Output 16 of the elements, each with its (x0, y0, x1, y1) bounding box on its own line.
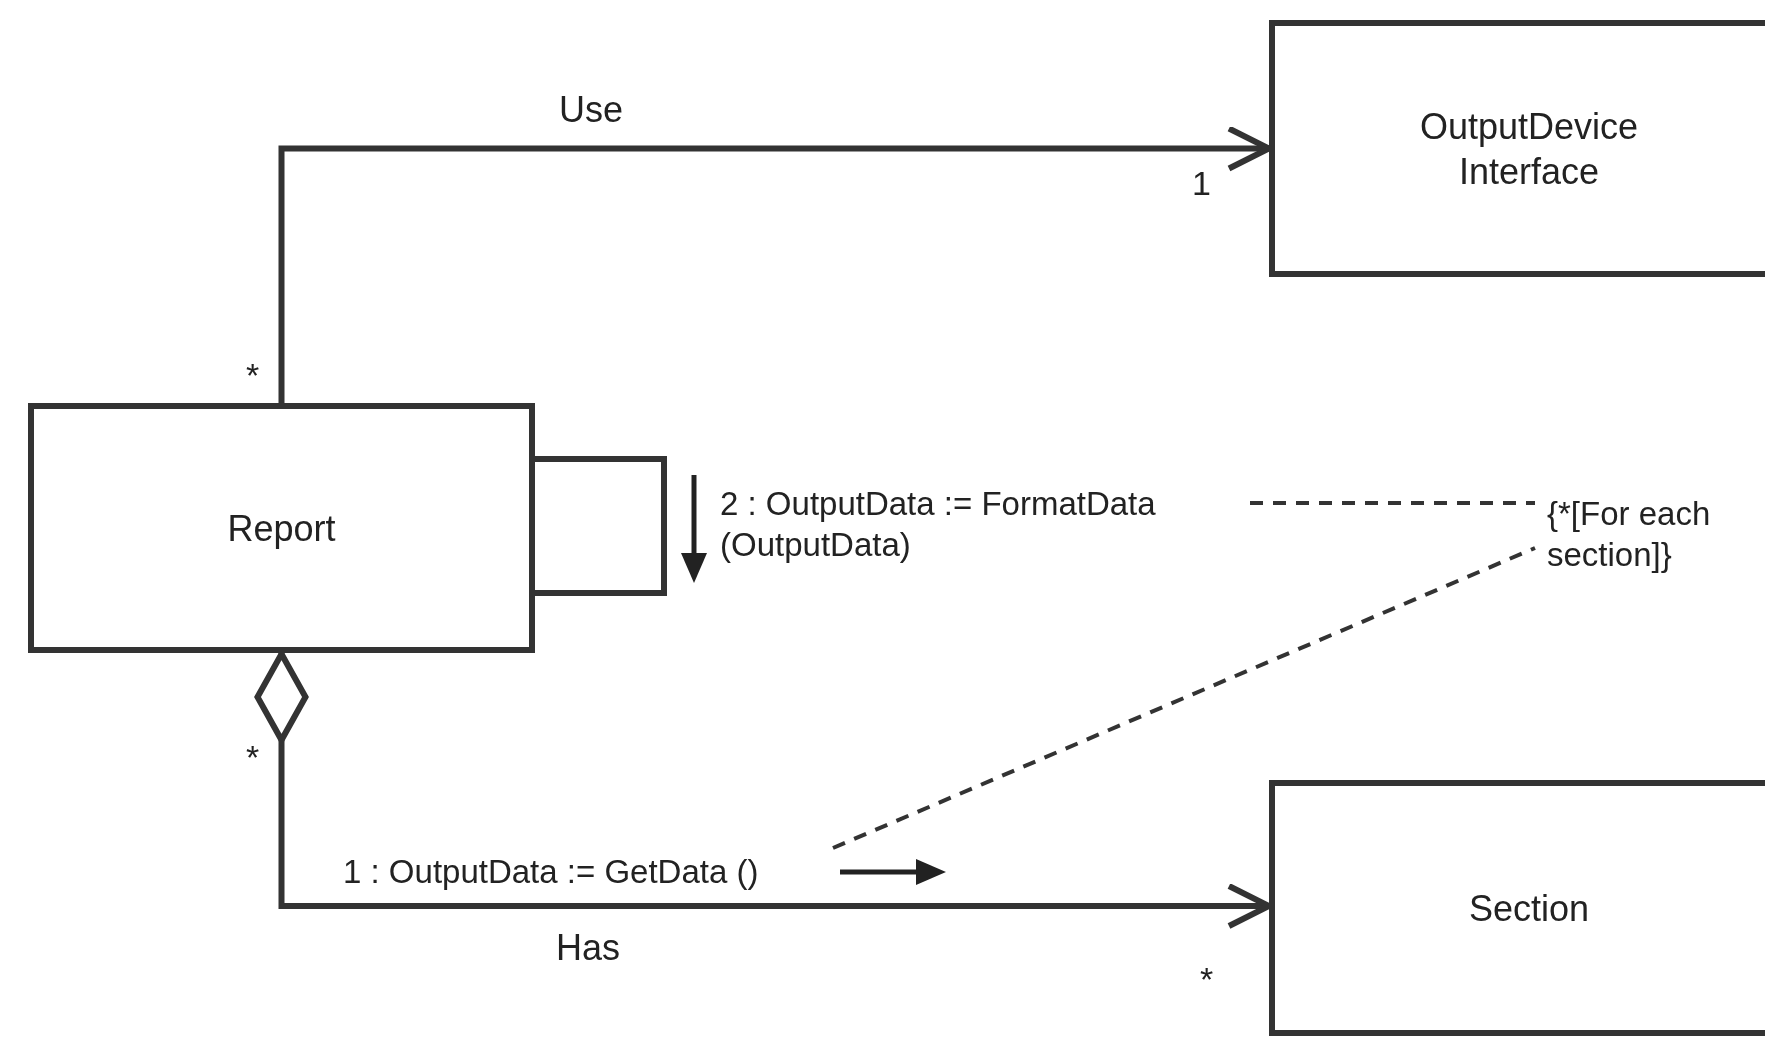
multiplicity-label: * (246, 358, 260, 392)
message-text: 2 : OutputData := FormatData (OutputData) (720, 472, 1250, 576)
class-name: OutputDevice Interface (1418, 104, 1640, 194)
constraint-text: {*[For each section]} (1535, 474, 1763, 594)
multiplicity-label: * (1200, 962, 1214, 996)
dashed-connector (1250, 501, 1535, 505)
class-name: Section (1467, 886, 1591, 931)
class-box (1269, 780, 1765, 1036)
dashed-connector (832, 546, 1536, 850)
message-text: 1 : OutputData := GetData () (343, 848, 835, 896)
class-name: Report (226, 506, 337, 551)
multiplicity-label: * (246, 740, 260, 774)
class-box (1269, 20, 1765, 277)
self-link (535, 456, 667, 596)
multiplicity-label: 1 (1192, 166, 1211, 200)
class-box (28, 403, 535, 653)
